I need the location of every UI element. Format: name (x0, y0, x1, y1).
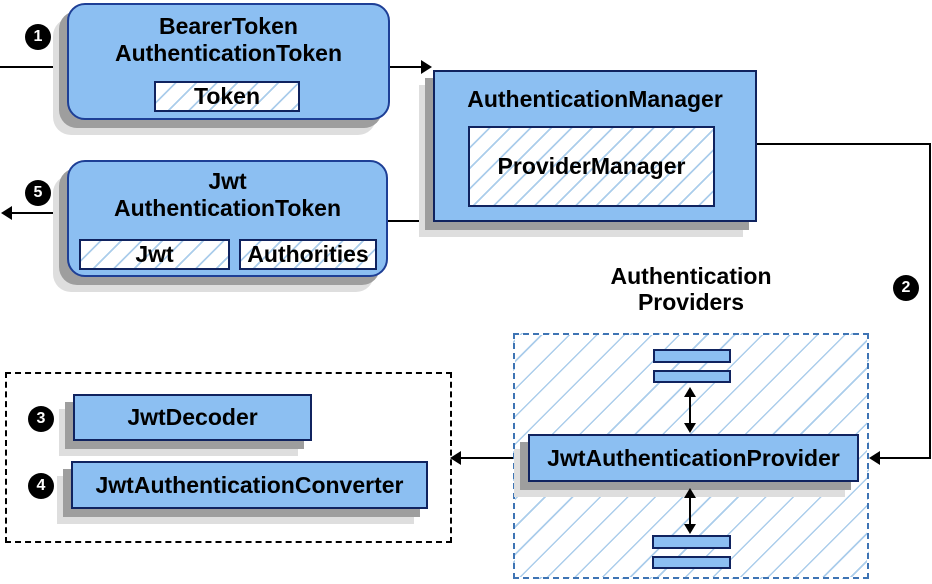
provider-manager-chip: ProviderManager (468, 126, 715, 207)
bearer-token-title-line2: AuthenticationToken (114, 40, 342, 66)
token-chip-label: Token (193, 83, 261, 109)
jwt-authentication-converter-box: JwtAuthenticationConverter (71, 461, 428, 509)
arrowhead-left-icon (450, 451, 461, 465)
jwt-token-title-line2: AuthenticationToken (113, 195, 341, 221)
manager-down-line (929, 143, 931, 459)
step-5-badge: 5 (25, 180, 51, 206)
jwt-authentication-converter-label: JwtAuthenticationConverter (95, 471, 404, 498)
step-1-badge: 1 (25, 24, 51, 50)
arrowhead-up-icon (684, 488, 696, 498)
authentication-providers-title: Authentication Providers (513, 263, 869, 315)
provider-stack-bar (652, 556, 731, 569)
provider-to-tools-line (461, 457, 528, 459)
provider-manager-label: ProviderManager (497, 153, 686, 179)
authentication-manager-box: AuthenticationManager ProviderManager (433, 70, 757, 222)
double-arrow-shaft (689, 395, 691, 425)
jwt-authentication-provider-label: JwtAuthenticationProvider (547, 444, 840, 471)
step-4-number: 4 (36, 477, 46, 494)
authorities-chip-label: Authorities (247, 241, 369, 267)
jwt-chip-label: Jwt (135, 241, 174, 267)
arrowhead-left-icon (1, 206, 12, 220)
authorities-chip: Authorities (239, 239, 377, 270)
bearer-token-title: BearerToken AuthenticationToken (69, 13, 388, 67)
jwt-decoder-box: JwtDecoder (73, 394, 312, 441)
provider-stack-bar (653, 349, 731, 363)
jwt-tools-group (5, 372, 452, 543)
arrowhead-up-icon (684, 387, 696, 397)
double-arrow-shaft (689, 497, 691, 525)
manager-right-line (757, 143, 931, 145)
bearer-token-box: BearerToken AuthenticationToken Token (67, 3, 390, 120)
step-2-number: 2 (901, 279, 911, 296)
incoming-request-line (0, 66, 62, 68)
authentication-providers-title-line2: Providers (637, 289, 745, 315)
authentication-manager-title: AuthenticationManager (467, 86, 723, 112)
jwt-token-title-line1: Jwt (208, 168, 247, 194)
authentication-providers-title-line1: Authentication (610, 263, 772, 289)
jwt-chip: Jwt (79, 239, 230, 270)
step-5-number: 5 (33, 184, 43, 201)
arrowhead-down-icon (684, 524, 696, 534)
arrowhead-left-icon (869, 451, 880, 465)
jwt-authentication-token-box: Jwt AuthenticationToken Jwt Authorities (67, 160, 388, 277)
bearer-to-manager-line (390, 66, 422, 68)
jwt-decoder-label: JwtDecoder (127, 404, 258, 430)
jwt-authentication-provider-box: JwtAuthenticationProvider (528, 434, 859, 482)
step-2-badge: 2 (893, 275, 919, 301)
arrowhead-right-icon (421, 60, 432, 74)
step-3-number: 3 (36, 410, 46, 427)
step-3-badge: 3 (28, 406, 54, 432)
step-4-badge: 4 (28, 473, 54, 499)
outgoing-result-line (11, 212, 67, 214)
to-provider-line (878, 457, 931, 459)
step-1-number: 1 (33, 28, 43, 45)
provider-stack-bar (653, 370, 731, 383)
provider-stack-bar (652, 535, 731, 549)
jwt-token-title: Jwt AuthenticationToken (69, 168, 386, 222)
manager-to-jwt-line (388, 220, 434, 222)
bearer-token-title-line1: BearerToken (159, 13, 298, 39)
arrowhead-down-icon (684, 423, 696, 433)
token-chip: Token (154, 81, 300, 112)
